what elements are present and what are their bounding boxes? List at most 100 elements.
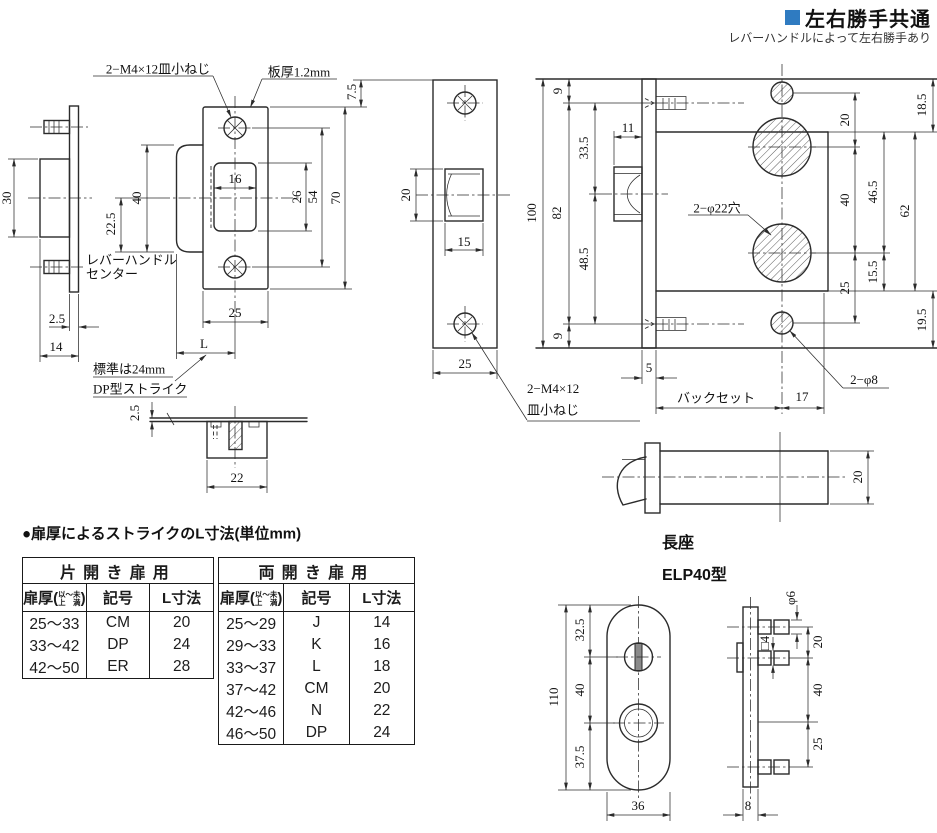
latch-bolt-side-view — [602, 432, 874, 522]
dim-62-label: 62 — [897, 204, 912, 218]
table-cell: K — [283, 634, 350, 656]
rose-front-view — [558, 596, 671, 821]
lever-handle-center-label-1: レバーハンドル — [86, 252, 177, 268]
dim-22-5-label: 22.5 — [103, 212, 118, 236]
table-cell: 22 — [348, 700, 415, 722]
table-cell: 20 — [348, 678, 415, 700]
dim-14-label: 14 — [49, 339, 63, 354]
dim-15-5-label: 15.5 — [865, 260, 880, 284]
dim-9-bottom-label: 9 — [550, 332, 565, 340]
dim-82-label: 82 — [549, 206, 564, 220]
table-cell: 33～42 — [29, 638, 80, 655]
dim-8-label: 8 — [744, 798, 752, 813]
table-cell: J — [283, 611, 350, 634]
dim-16-label: 16 — [228, 171, 242, 186]
table-cell: DP — [85, 634, 150, 656]
col-header-L: L寸法 — [149, 583, 214, 612]
standard-24mm-note: 標準は24mm — [93, 361, 166, 377]
table-row: 33～42 DP 24 — [23, 634, 214, 656]
single-door-strike-table: 片開き扉用 扉厚(以～未上 満) 記号 L寸法 25～33 CM 20 33～4… — [22, 557, 214, 679]
plate-thickness-label: 板厚1.2mm — [267, 64, 331, 80]
table-row: 25～33 CM 20 — [23, 611, 214, 634]
table-cell: 29～33 — [226, 638, 277, 655]
table-cell: 24 — [348, 722, 415, 745]
dim-22-label: 22 — [230, 470, 244, 485]
dim-2-5-label: 2.5 — [48, 311, 66, 326]
table-cell: DP — [283, 722, 350, 745]
table-cell: 18 — [348, 656, 415, 678]
table-cell: 24 — [149, 634, 214, 656]
table-cell: 14 — [348, 611, 415, 634]
table-cell: 42～50 — [29, 660, 80, 677]
rose-model-caption: ELP40型 — [662, 567, 727, 584]
dim-17-label: 17 — [795, 389, 809, 404]
faceplate-screw-label-1: 2−M4×12 — [527, 381, 580, 396]
table-row: 33～37 L 18 — [219, 656, 415, 678]
dim-46-5-label: 46.5 — [865, 180, 880, 204]
col-header-door-thickness: 扉厚(以～未上 満) — [218, 583, 284, 612]
table-cell: 16 — [348, 634, 415, 656]
dim-37-5-label: 37.5 — [572, 745, 587, 769]
strike-front-view — [93, 75, 433, 398]
dim-square4-label: □4 — [757, 635, 772, 651]
dim-25-label: 25 — [228, 305, 242, 320]
header: 左右勝手共通 — [785, 3, 931, 32]
dim-19-5-label: 19.5 — [914, 308, 929, 332]
dim-phi6-label: φ6 — [783, 590, 798, 606]
col-header-code: 記号 — [283, 583, 350, 612]
strike-top-view — [149, 402, 308, 493]
dim-20-lc-label: 20 — [837, 113, 852, 127]
table-caption: 片開き扉用 — [22, 557, 214, 584]
strike-table-title: ●扉厚によるストライクのL寸法(単位mm) — [22, 525, 302, 543]
table-cell: 37～42 — [226, 682, 277, 699]
faceplate-front-view — [410, 79, 640, 422]
dim-40-rose-label: 40 — [572, 683, 587, 697]
faceplate-screw-label-2: 皿小ねじ — [527, 402, 580, 418]
dim-11-label: 11 — [621, 120, 635, 135]
table-row: 37～42 CM 20 — [219, 678, 415, 700]
table-cell: 25～29 — [226, 616, 277, 633]
dim-26-label: 26 — [289, 190, 304, 204]
dim-30-label: 30 — [0, 191, 14, 205]
dim-32-5-label: 32.5 — [572, 618, 587, 642]
table-cell: CM — [283, 678, 350, 700]
phi8-holes-label: 2−φ8 — [850, 372, 878, 387]
table-cell: L — [283, 656, 350, 678]
dim-25-rs-label: 25 — [810, 737, 825, 751]
col-header-L: L寸法 — [348, 583, 415, 612]
table-row: 25～29 J 14 — [219, 611, 415, 634]
dim-20-fp-label: 20 — [398, 188, 413, 202]
table-cell: ER — [85, 656, 150, 679]
table-cell: 28 — [149, 656, 214, 679]
dim-18-5-label: 18.5 — [914, 93, 929, 117]
screw-note-label: 2−M4×12皿小ねじ — [105, 61, 211, 77]
table-cell: 46～50 — [226, 726, 277, 743]
phi22-holes-label: 2−φ22穴 — [693, 200, 741, 216]
dim-15-label: 15 — [457, 234, 471, 249]
backset-label: バックセット — [676, 390, 756, 406]
table-cell: N — [283, 700, 350, 722]
dim-40-lc-label: 40 — [837, 193, 852, 207]
table-header-row: 扉厚(以～未上 満) 記号 L寸法 — [218, 583, 415, 612]
dim-110-label: 110 — [546, 687, 561, 707]
dim-54-label: 54 — [305, 190, 320, 204]
dim-40-label: 40 — [129, 191, 144, 205]
table-cell: CM — [85, 611, 150, 634]
dim-40-rs-label: 40 — [810, 683, 825, 697]
dim-70-label: 70 — [328, 191, 343, 205]
dim-L-label: L — [200, 336, 208, 351]
dim-48-5-label: 48.5 — [576, 247, 591, 271]
table-cell: 33～37 — [226, 660, 277, 677]
table-caption-row: 片開き扉用 — [22, 557, 214, 584]
double-door-strike-table: 両開き扉用 扉厚(以～未上 満) 記号 L寸法 25～29 J 14 29～33… — [218, 557, 415, 745]
dim-33-5-label: 33.5 — [576, 136, 591, 160]
dim-25-fp-label: 25 — [458, 356, 472, 371]
dim-7-5-label: 7.5 — [344, 83, 359, 101]
rose-side-view — [723, 597, 818, 821]
dim-9-top-label: 9 — [550, 87, 565, 95]
table-row: 42～50 ER 28 — [23, 656, 214, 679]
table-row: 29～33 K 16 — [219, 634, 415, 656]
page-title: 左右勝手共通 — [805, 9, 931, 31]
